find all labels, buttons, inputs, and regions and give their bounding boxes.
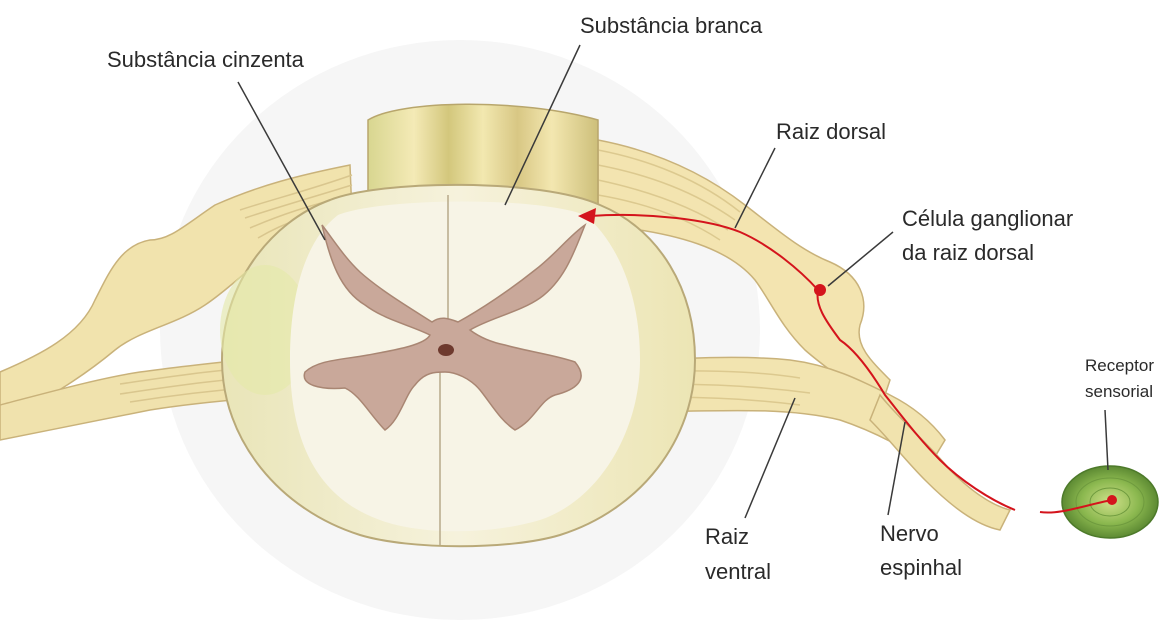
label-dorsal-root: Raiz dorsal [776,118,886,146]
leader-ganglion [828,232,893,286]
spinal-nerve [870,395,1010,530]
label-ventral-line2: ventral [705,558,771,586]
label-gray-matter: Substância cinzenta [107,46,304,74]
label-ganglion-line2: da raiz dorsal [902,239,1034,267]
label-receptor-line2: sensorial [1085,380,1153,404]
label-ganglion-line1: Célula ganglionar [902,205,1073,233]
label-receptor-line1: Receptor [1085,354,1154,378]
ganglion-cell [814,284,826,296]
label-ventral-line1: Raiz [705,523,749,551]
central-canal [438,344,454,356]
label-nerve-line2: espinhal [880,554,962,582]
leader-receptor [1105,410,1108,470]
label-nerve-line1: Nervo [880,520,939,548]
label-white-matter: Substância branca [580,12,762,40]
leader-ventral-root [745,398,795,518]
receptor-terminal [1107,495,1117,505]
